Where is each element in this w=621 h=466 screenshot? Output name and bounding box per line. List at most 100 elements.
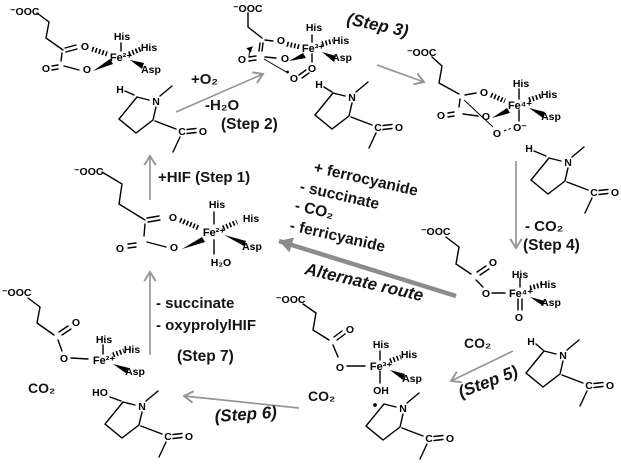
ho-bond: [109, 396, 122, 402]
h-bond: [533, 150, 547, 157]
bridging-oxygen: O: [482, 288, 490, 300]
hashed-bond-o-fe: [179, 217, 200, 231]
chelate-oxygen: O: [83, 64, 91, 76]
bonds: [27, 297, 104, 360]
ferryl-oxygen: O: [515, 312, 523, 324]
h-bond: [323, 86, 333, 93]
iron-center: Fe²⁺: [110, 52, 133, 64]
his-ligand: His: [541, 89, 558, 101]
wedge-bond-asp-fe: [130, 60, 144, 69]
hashed-bond-o-fe: [490, 92, 506, 104]
ring-hydrogen: H: [527, 336, 535, 348]
chelate-oxygen: O: [170, 242, 178, 254]
prolyl-residue: [365, 392, 455, 460]
radical-dot: [373, 403, 377, 407]
bridging-oxygen: O: [60, 353, 68, 365]
carbonyl-oxygen: O: [72, 317, 80, 329]
keto-oxygen: O: [277, 35, 285, 47]
complex-fe2-ketoglutarate-topleft: ⁻OOC O O O Fe²⁺ His His Asp: [10, 6, 161, 76]
iron-center: Fe³⁺: [370, 361, 393, 373]
arrow-step-5: [449, 350, 514, 384]
arrow-step-6: [182, 390, 300, 409]
hydroxyl-group: HO: [92, 387, 108, 399]
wedge-bond-asp-fe: [530, 297, 545, 306]
wedge-bond-o-fe: [289, 53, 306, 61]
carboxylate-label: ⁻OOC: [74, 166, 104, 178]
radical-dot: [286, 70, 289, 74]
his-ligand: His: [124, 344, 141, 356]
his-ligand: His: [209, 199, 226, 211]
his-ligand: His: [243, 213, 260, 225]
wedge-bond-asp-fe: [390, 370, 405, 380]
his-ligand: His: [114, 31, 131, 43]
bonds: [431, 56, 520, 122]
forming-bond-c-o: [263, 58, 289, 74]
arrow-alternate-route: [278, 237, 457, 299]
arrow-step-3: [376, 64, 426, 86]
arrow-step-2: [175, 71, 265, 113]
hashed-bond-his-fe: [222, 219, 238, 231]
chelate-oxygen: O: [482, 111, 490, 123]
distal-oxygen: O: [290, 73, 298, 85]
bonds: [247, 12, 313, 79]
carboxylate-label: ⁻OOC: [421, 226, 451, 238]
complex-fe4-oxo-succinate: ⁻OOC O O Fe⁴⁺ His His Asp O: [421, 226, 561, 324]
complex-fe3-superoxo: ⁻OOC O O O Fe³⁺ His His Asp O O: [233, 3, 352, 85]
label-step-2-water-out: -H₂O: [205, 97, 239, 114]
label-step-4: (Step 4): [523, 237, 580, 254]
ring-hydrogen: H: [525, 143, 533, 155]
hashed-bond-o-fe: [91, 46, 108, 57]
hydroxide-ligand: OH: [373, 385, 389, 397]
his-ligand: His: [401, 349, 418, 361]
prolyl-substrate-right: H: [525, 336, 615, 407]
bond-c-peroxo: [463, 99, 494, 128]
his-ligand: His: [540, 279, 557, 291]
asp-ligand: Asp: [242, 241, 262, 253]
wedge-bond-asp-fe: [529, 108, 545, 118]
label-step-2-oxygen-in: +O₂: [191, 71, 218, 88]
label-step-7-succinate-out: - succinate: [156, 295, 234, 312]
complex-fe2-ketoglutarate-water: ⁻OOC O O O Fe²⁺ His His Asp H₂O: [74, 166, 262, 269]
his-ligand: His: [373, 339, 390, 351]
his-ligand: His: [512, 269, 529, 281]
his-ligand: His: [141, 42, 158, 54]
electron-arrow: [246, 46, 253, 58]
wedge-bond-o-fe: [182, 237, 205, 249]
iron-center: Fe³⁺: [302, 43, 325, 55]
carboxyl-oxygen: O: [437, 110, 445, 122]
carboxyl-oxygen: O: [42, 63, 50, 75]
prolyl-radical-bottomcenter: [365, 392, 455, 460]
asp-ligand: Asp: [541, 111, 561, 123]
his-ligand: His: [306, 22, 323, 34]
keto-oxygen: O: [169, 212, 177, 224]
bonds: [302, 303, 381, 384]
carbonyl-oxygen: O: [346, 324, 354, 336]
prolyl-residue: [118, 85, 208, 153]
water-ligand: H₂O: [211, 257, 231, 269]
complex-fe2-succinate: ⁻OOC O O Fe²⁺ His His Asp: [2, 287, 145, 378]
asp-ligand: Asp: [141, 64, 161, 76]
iron-center: Fe⁴⁺: [509, 288, 533, 300]
label-step-7-oxyprolylhif-out: - oxyprolylHIF: [156, 317, 256, 334]
iron-center: Fe²⁺: [203, 227, 226, 239]
hydroxyprolyl-product-bottomleft: HO: [92, 387, 194, 458]
chelate-oxygen: O: [281, 53, 289, 65]
carboxylate-label: ⁻OOC: [10, 6, 40, 18]
h-bond: [124, 90, 135, 96]
wedge-bond-o-fe: [93, 59, 113, 71]
label-step-6: (Step 6): [214, 403, 278, 426]
bridging-oxygen: O: [336, 362, 344, 374]
complex-fe3-hydroxo-succinate: ⁻OOC O O Fe³⁺ His His Asp OH: [276, 294, 422, 397]
wedge-bond-o-fe: [492, 108, 510, 118]
asp-ligand: Asp: [402, 373, 422, 385]
label-co2-product: CO₂: [28, 380, 55, 396]
carboxylate-label: ⁻OOC: [2, 287, 32, 299]
prolyl-substrate-topright: H: [525, 143, 620, 214]
his-ligand: His: [513, 78, 530, 90]
carboxyl-oxygen: O: [238, 54, 246, 66]
keto-oxygen: O: [81, 41, 89, 53]
prolyl-residue: [104, 390, 194, 458]
iron-center: Fe⁴⁺: [508, 100, 532, 112]
